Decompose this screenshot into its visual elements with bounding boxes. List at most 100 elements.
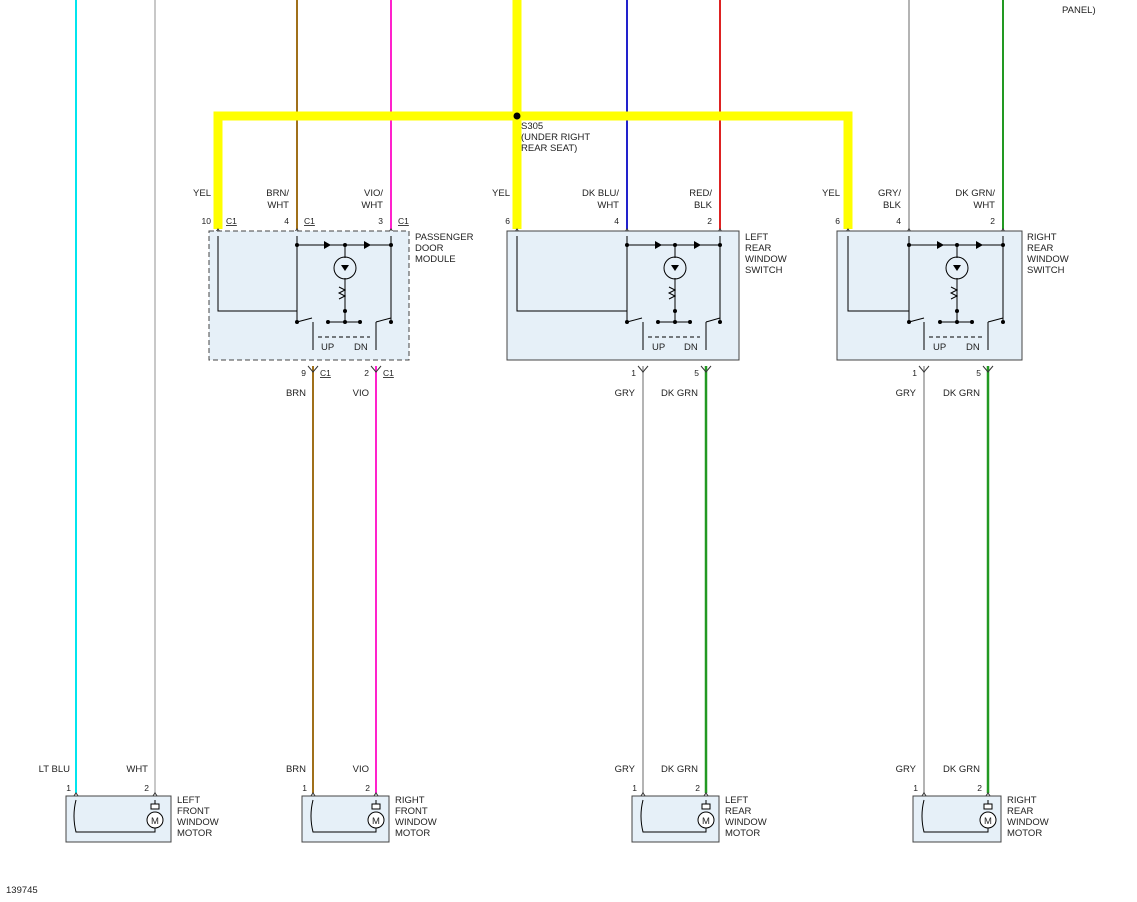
module-name: DOOR bbox=[415, 243, 444, 254]
dn-label: DN bbox=[354, 342, 368, 353]
motor-symbol: M bbox=[984, 816, 992, 827]
wire-label-red-blk-2: BLK bbox=[694, 200, 713, 211]
pin-number: 4 bbox=[896, 216, 901, 226]
motor-name: LEFT bbox=[725, 795, 748, 806]
motor-name: MOTOR bbox=[177, 828, 212, 839]
splice-location-line2: REAR SEAT) bbox=[521, 143, 577, 154]
wire-label: VIO bbox=[353, 764, 369, 775]
motor-name: MOTOR bbox=[1007, 828, 1042, 839]
left-rear-window-switch: YEL DK BLU/ WHT RED/ BLK 6 4 2 bbox=[492, 188, 787, 399]
motor-name: LEFT bbox=[177, 795, 200, 806]
wire-label: BRN bbox=[286, 764, 306, 775]
motor-name: MOTOR bbox=[395, 828, 430, 839]
module-name: SWITCH bbox=[1027, 265, 1065, 276]
pin-number: 1 bbox=[631, 368, 636, 378]
wire-label-gry-blk-1: GRY/ bbox=[878, 188, 901, 199]
internal-switch-circuit bbox=[217, 236, 392, 350]
right-front-window-motor: BRN VIO 1 2 M RIGHT FRONT WINDOW MOTOR bbox=[286, 764, 437, 843]
pin-number: 6 bbox=[835, 216, 840, 226]
pin-number: 9 bbox=[301, 368, 306, 378]
wire-label-gry-blk-2: BLK bbox=[883, 200, 902, 211]
splice-id: S305 bbox=[521, 121, 543, 132]
wire-label: BRN bbox=[286, 388, 306, 399]
dn-label: DN bbox=[684, 342, 698, 353]
wire-label-vio-wht-1: VIO/ bbox=[364, 188, 383, 199]
connector-label: C1 bbox=[383, 368, 394, 378]
motor-name: WINDOW bbox=[177, 817, 219, 828]
motor-name: WINDOW bbox=[725, 817, 767, 828]
motor-name: WINDOW bbox=[395, 817, 437, 828]
wire-label-dk-grn-wht-2: WHT bbox=[973, 200, 995, 211]
motor-name: FRONT bbox=[177, 806, 210, 817]
wire-label-yel: YEL bbox=[492, 188, 510, 199]
pin-number: 2 bbox=[977, 783, 982, 793]
right-rear-window-motor: GRY DK GRN 1 2 M RIGHT REAR WINDOW MOTOR bbox=[896, 764, 1049, 843]
up-label: UP bbox=[933, 342, 946, 353]
pin-number: 1 bbox=[913, 783, 918, 793]
wire-yel-bus bbox=[213, 111, 853, 229]
module-box bbox=[836, 230, 1023, 361]
connector-label: C1 bbox=[304, 216, 315, 226]
pin-number: 6 bbox=[505, 216, 510, 226]
connector-label: C1 bbox=[398, 216, 409, 226]
passenger-door-module: YEL BRN/ WHT VIO/ WHT 10 C1 4 C1 3 C1 bbox=[193, 188, 474, 399]
module-name: RIGHT bbox=[1027, 232, 1057, 243]
module-name: REAR bbox=[1027, 243, 1054, 254]
dn-label: DN bbox=[966, 342, 980, 353]
motor-name: RIGHT bbox=[395, 795, 425, 806]
wire-label: DK GRN bbox=[943, 388, 980, 399]
pin-number: 4 bbox=[284, 216, 289, 226]
module-name: LEFT bbox=[745, 232, 768, 243]
wire-label: DK GRN bbox=[943, 764, 980, 775]
pin-number: 2 bbox=[695, 783, 700, 793]
wire-label-yel: YEL bbox=[193, 188, 211, 199]
wire-label-vio-wht-2: WHT bbox=[361, 200, 383, 211]
module-name: SWITCH bbox=[745, 265, 783, 276]
wire-label-dk-blu-wht-2: WHT bbox=[597, 200, 619, 211]
motor-icon bbox=[979, 811, 997, 829]
motor-name: WINDOW bbox=[1007, 817, 1049, 828]
motor-name: REAR bbox=[1007, 806, 1034, 817]
module-name: REAR bbox=[745, 243, 772, 254]
left-front-window-motor: LT BLU WHT 1 2 M LEFT FRONT WINDOW MOTOR bbox=[39, 764, 219, 843]
wire-label: WHT bbox=[126, 764, 148, 775]
module-name: WINDOW bbox=[745, 254, 787, 265]
pin-number: 3 bbox=[378, 216, 383, 226]
pin-number: 2 bbox=[144, 783, 149, 793]
right-rear-window-switch: YEL GRY/ BLK DK GRN/ WHT 6 4 2 bbox=[822, 188, 1069, 399]
pin-number: 5 bbox=[976, 368, 981, 378]
motor-icon bbox=[146, 811, 164, 829]
wire-label: GRY bbox=[615, 388, 636, 399]
partial-label: PANEL) bbox=[1062, 5, 1096, 16]
wire-label-dk-grn-wht-1: DK GRN/ bbox=[955, 188, 995, 199]
pin-number: 2 bbox=[990, 216, 995, 226]
motor-symbol: M bbox=[702, 816, 710, 827]
splice-dot bbox=[513, 112, 521, 120]
pin-number: 2 bbox=[365, 783, 370, 793]
motor-icon bbox=[697, 811, 715, 829]
motor-name: REAR bbox=[725, 806, 752, 817]
module-name: PASSENGER bbox=[415, 232, 474, 243]
wire-label: DK GRN bbox=[661, 388, 698, 399]
wire-label: GRY bbox=[896, 764, 917, 775]
wire-label-yel: YEL bbox=[822, 188, 840, 199]
module-box bbox=[506, 230, 740, 361]
wire-label-brn-wht-2: WHT bbox=[267, 200, 289, 211]
pin-number: 10 bbox=[202, 216, 212, 226]
module-name: MODULE bbox=[415, 254, 456, 265]
wire-label: GRY bbox=[615, 764, 636, 775]
module-name: WINDOW bbox=[1027, 254, 1069, 265]
wire-label-brn-wht-1: BRN/ bbox=[266, 188, 289, 199]
wires bbox=[75, 0, 1004, 793]
wire-label-dk-blu-wht-1: DK BLU/ bbox=[582, 188, 619, 199]
motor-icon bbox=[367, 811, 385, 829]
motor-symbol: M bbox=[372, 816, 380, 827]
wire-label: GRY bbox=[896, 388, 917, 399]
up-label: UP bbox=[321, 342, 334, 353]
motor-symbol: M bbox=[151, 816, 159, 827]
up-label: UP bbox=[652, 342, 665, 353]
diagram-id: 139745 bbox=[6, 885, 38, 896]
pin-number: 1 bbox=[912, 368, 917, 378]
pin-number: 1 bbox=[66, 783, 71, 793]
motor-name: MOTOR bbox=[725, 828, 760, 839]
